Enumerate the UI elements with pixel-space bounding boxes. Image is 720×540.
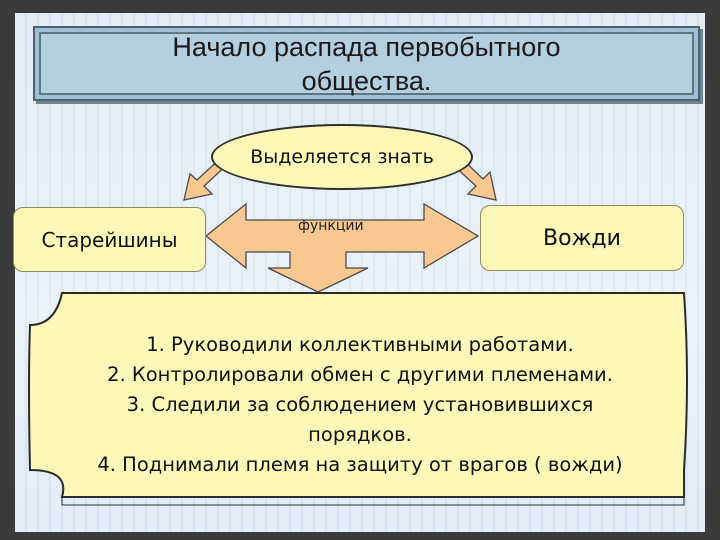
list-item: 3. Следили за соблюдением установившихся — [126, 393, 594, 416]
chiefs-box: Вожди — [480, 205, 684, 271]
page-title: Начало распада первобытного общества. — [172, 31, 561, 96]
functions-arrow — [204, 202, 480, 293]
title-box: Начало распада первобытного общества. — [33, 26, 700, 101]
list-item: 4. Поднимали племя на защиту от врагов (… — [97, 453, 623, 476]
nobility-oval: Выделяется знать — [211, 124, 473, 190]
functions-box — [28, 292, 688, 498]
functions-label: функции — [298, 218, 364, 234]
elders-box: Старейшины — [13, 207, 206, 272]
list-item: 1. Руководили коллективными работами. — [146, 333, 574, 356]
list-item: порядков. — [308, 423, 412, 446]
list-item: 2. Контролировали обмен с другими племен… — [107, 363, 613, 386]
functions-list: 1. Руководили коллективными работами. 2.… — [40, 330, 680, 480]
